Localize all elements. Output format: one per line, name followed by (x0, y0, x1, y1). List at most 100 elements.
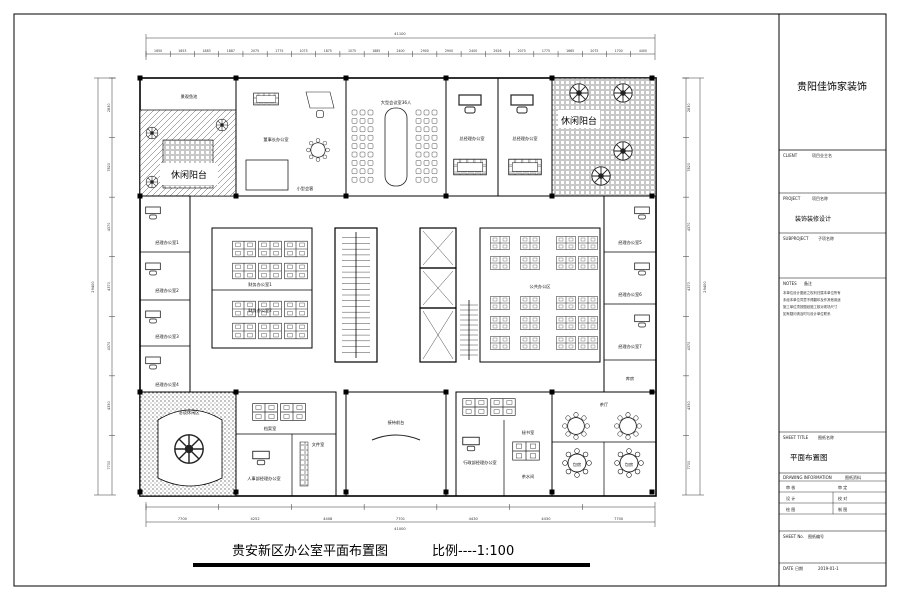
meeting-chair (367, 176, 374, 183)
dimension-top-label: 1885 (372, 49, 380, 53)
room-leisure-right: 休闲阳台 (561, 115, 597, 127)
sheet-no-value: 图纸编号 (808, 533, 824, 539)
approve-label: 审 定 (838, 484, 847, 490)
leisure-balcony-left: 景观鱼池 休闲阳台 (139, 77, 237, 197)
dimension-top-label: 1700 (615, 49, 623, 53)
structural-column (343, 489, 349, 495)
structural-column (343, 75, 349, 81)
open-office-workstation (578, 256, 598, 270)
meeting-chair (367, 118, 374, 124)
client-label: CLIENT (783, 153, 798, 158)
dimension-bottom-label: 4408 (323, 517, 333, 521)
dimension-top-label: 1075 (348, 49, 356, 53)
open-office-workstation (520, 336, 540, 350)
open-office-workstation (556, 236, 576, 250)
notes-title: 备注 (804, 280, 812, 286)
room-mgr-2: 经理办公室2 (155, 287, 179, 294)
room-big-meeting: 大型会议室36人 (381, 99, 412, 106)
review-label: 审 核 (786, 484, 795, 490)
meeting-chair (423, 109, 430, 116)
meeting-chair (367, 168, 374, 175)
drawing-info-value: 图纸资料 (845, 474, 861, 480)
dimension-side-label: 4370 (687, 282, 691, 291)
produce-label: 制 图 (838, 506, 847, 512)
meeting-chair (431, 126, 438, 133)
meeting-chair (431, 109, 438, 116)
dimension-top-label: 2900 (421, 49, 429, 53)
structural-column (443, 193, 449, 199)
dimension-lines (94, 34, 704, 527)
client-value: 项目业主名 (812, 152, 832, 158)
meeting-chair (415, 176, 422, 183)
structural-column (549, 389, 555, 395)
overall-dimension-bottom: 41000 (394, 527, 406, 531)
right-manager-offices: 经理办公室5 经理办公室6 经理办公室7 库房 (603, 195, 657, 393)
meeting-chair (423, 143, 430, 149)
room-sparrow-pond: 景观鱼池 (181, 93, 199, 100)
finance-offices: 财务办公室1 财务办公室2 (211, 227, 313, 349)
room-mgr-4: 经理办公室4 (155, 381, 179, 388)
meeting-chair (359, 109, 366, 116)
dimension-bottom-label: 4430 (469, 517, 479, 521)
dimension-top-label: 4400 (639, 49, 647, 53)
design-person-label: 设 计 (786, 495, 795, 501)
dimension-top-label: 1665 (566, 49, 574, 53)
overall-dimension-top: 41100 (394, 32, 406, 36)
dimension-bottom-label: 7700 (178, 517, 188, 521)
meeting-chair (415, 160, 422, 166)
structural-column (549, 489, 555, 495)
room-chairman-office: 董事长办公室 (263, 136, 288, 143)
open-office-workstation (556, 256, 576, 270)
overall-dimension-right: 29400 (703, 281, 707, 293)
open-office-workstation (490, 336, 510, 350)
meeting-chair (359, 143, 366, 149)
open-office-workstation (578, 236, 598, 250)
room-mgr-5: 经理办公室5 (618, 239, 642, 246)
room-mgr-6: 经理办公室6 (618, 291, 642, 298)
open-office-workstation (490, 296, 510, 310)
structural-column (343, 389, 349, 395)
meeting-chair (415, 118, 422, 124)
meeting-chair (367, 143, 374, 149)
meeting-chair (431, 160, 438, 166)
open-office-workstation (490, 316, 510, 330)
date-value: 2019-01-1 (818, 566, 839, 571)
room-small-meeting: 小型会客 (297, 185, 315, 192)
dimension-top-label: 2400 (396, 49, 404, 53)
meeting-chair (359, 151, 366, 158)
dining-area: 包房 包房 茶厅 (551, 391, 657, 497)
open-office-workstation (578, 296, 598, 310)
structural-column (649, 389, 655, 395)
structural-column (137, 193, 143, 199)
room-mgr-1: 经理办公室1 (155, 239, 179, 246)
dimension-side-label: 4370 (687, 342, 691, 351)
bottom-right-offices: 行政部经理办公室 秘书室 茶水间 (455, 391, 553, 497)
meeting-room: 大型会议室36人 (345, 77, 447, 197)
open-office: 公共办公区 (479, 227, 601, 363)
structural-column (443, 489, 449, 495)
structural-column (137, 489, 143, 495)
dimension-top-label: 1653 (178, 49, 186, 53)
dimension-side-label: 4350 (107, 401, 111, 410)
dimension-top-label: 2926 (493, 49, 501, 53)
sheet-no-label: SHEET No. (783, 534, 804, 539)
subproject-value: 子项名称 (818, 235, 834, 241)
dimension-side-label: 4370 (107, 282, 111, 291)
room-secretary: 秘书室 (522, 429, 535, 436)
design-label: 装饰装修设计 (795, 215, 831, 223)
dimension-side-label: 4370 (687, 223, 691, 232)
meeting-chair (415, 134, 422, 141)
check-label: 校 对 (838, 495, 847, 501)
meeting-chair (431, 134, 438, 141)
structural-column (443, 75, 449, 81)
meeting-chair (423, 176, 430, 183)
meeting-chair (423, 118, 430, 124)
leisure-balcony-right: 休闲阳台 (551, 77, 657, 197)
meeting-chair (359, 126, 366, 133)
meeting-chair (351, 143, 358, 149)
dimension-side-label: 2830 (687, 103, 691, 112)
